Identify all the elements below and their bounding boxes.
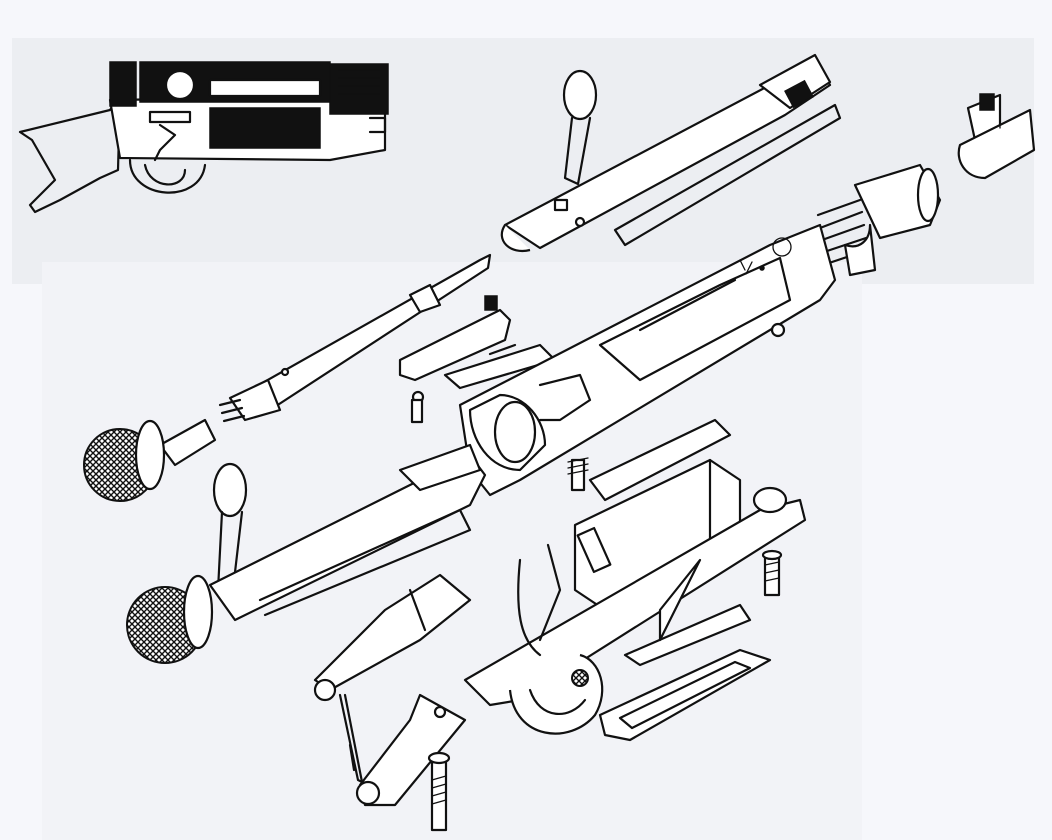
floorplate: [598, 648, 772, 742]
cocking-piece: [83, 418, 217, 502]
magazine-follower: [623, 558, 752, 667]
bolt-body: [500, 53, 842, 253]
ejector-parts: [398, 295, 557, 424]
barrel-shank: [816, 163, 942, 277]
guard-screws: [427, 457, 783, 832]
bayonet-bracket: [313, 573, 472, 807]
assembled-action-view: [18, 61, 389, 214]
rear-sight: [957, 93, 1036, 180]
firing-pin: [218, 253, 492, 423]
trigger-guard: [463, 486, 807, 735]
assembled-bolt: [126, 443, 487, 664]
sear-bar: [338, 693, 364, 784]
